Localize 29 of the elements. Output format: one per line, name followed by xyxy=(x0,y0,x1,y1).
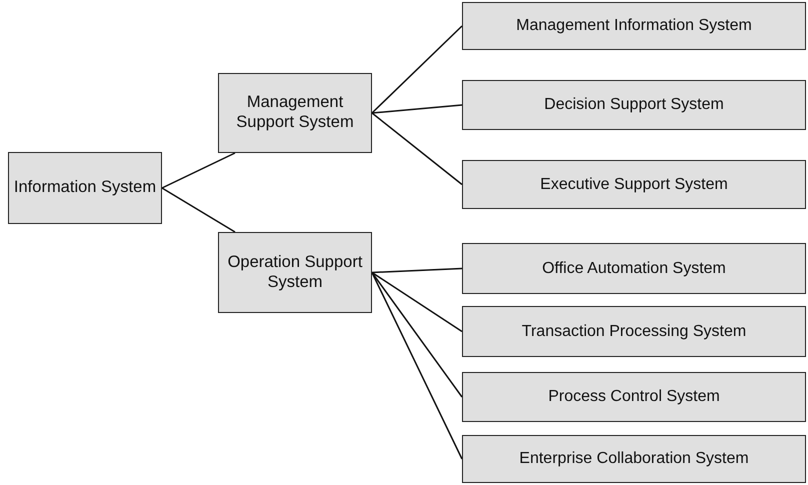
system-label: Operation Support System xyxy=(226,252,364,292)
connector-line xyxy=(371,272,463,398)
system-label: Office Automation System xyxy=(542,258,726,278)
system-label: Management Support System xyxy=(235,93,355,133)
system-label: Management Information System xyxy=(516,16,752,36)
system-label: Enterprise Collaboration System xyxy=(519,449,749,469)
system-box xyxy=(218,232,372,313)
system-label: Transaction Processing System xyxy=(522,322,746,342)
system-box xyxy=(462,306,806,357)
connector-line xyxy=(372,104,462,114)
system-box xyxy=(462,80,806,130)
system-box xyxy=(462,435,806,483)
system-label: Process Control System xyxy=(548,387,720,407)
connector-line xyxy=(372,272,462,332)
connector-line xyxy=(162,152,236,189)
connector-line xyxy=(372,268,462,274)
system-box xyxy=(218,73,372,153)
system-label: Information System xyxy=(14,178,156,198)
connector-line xyxy=(162,187,236,233)
connector-line xyxy=(371,272,463,460)
system-box xyxy=(8,152,162,224)
system-box xyxy=(462,372,806,422)
connector-line xyxy=(371,25,463,114)
system-label: Decision Support System xyxy=(544,95,724,115)
system-box xyxy=(462,243,806,294)
system-box xyxy=(462,2,806,50)
system-box xyxy=(462,160,806,209)
connector-line xyxy=(372,112,462,186)
system-label: Executive Support System xyxy=(540,174,728,194)
